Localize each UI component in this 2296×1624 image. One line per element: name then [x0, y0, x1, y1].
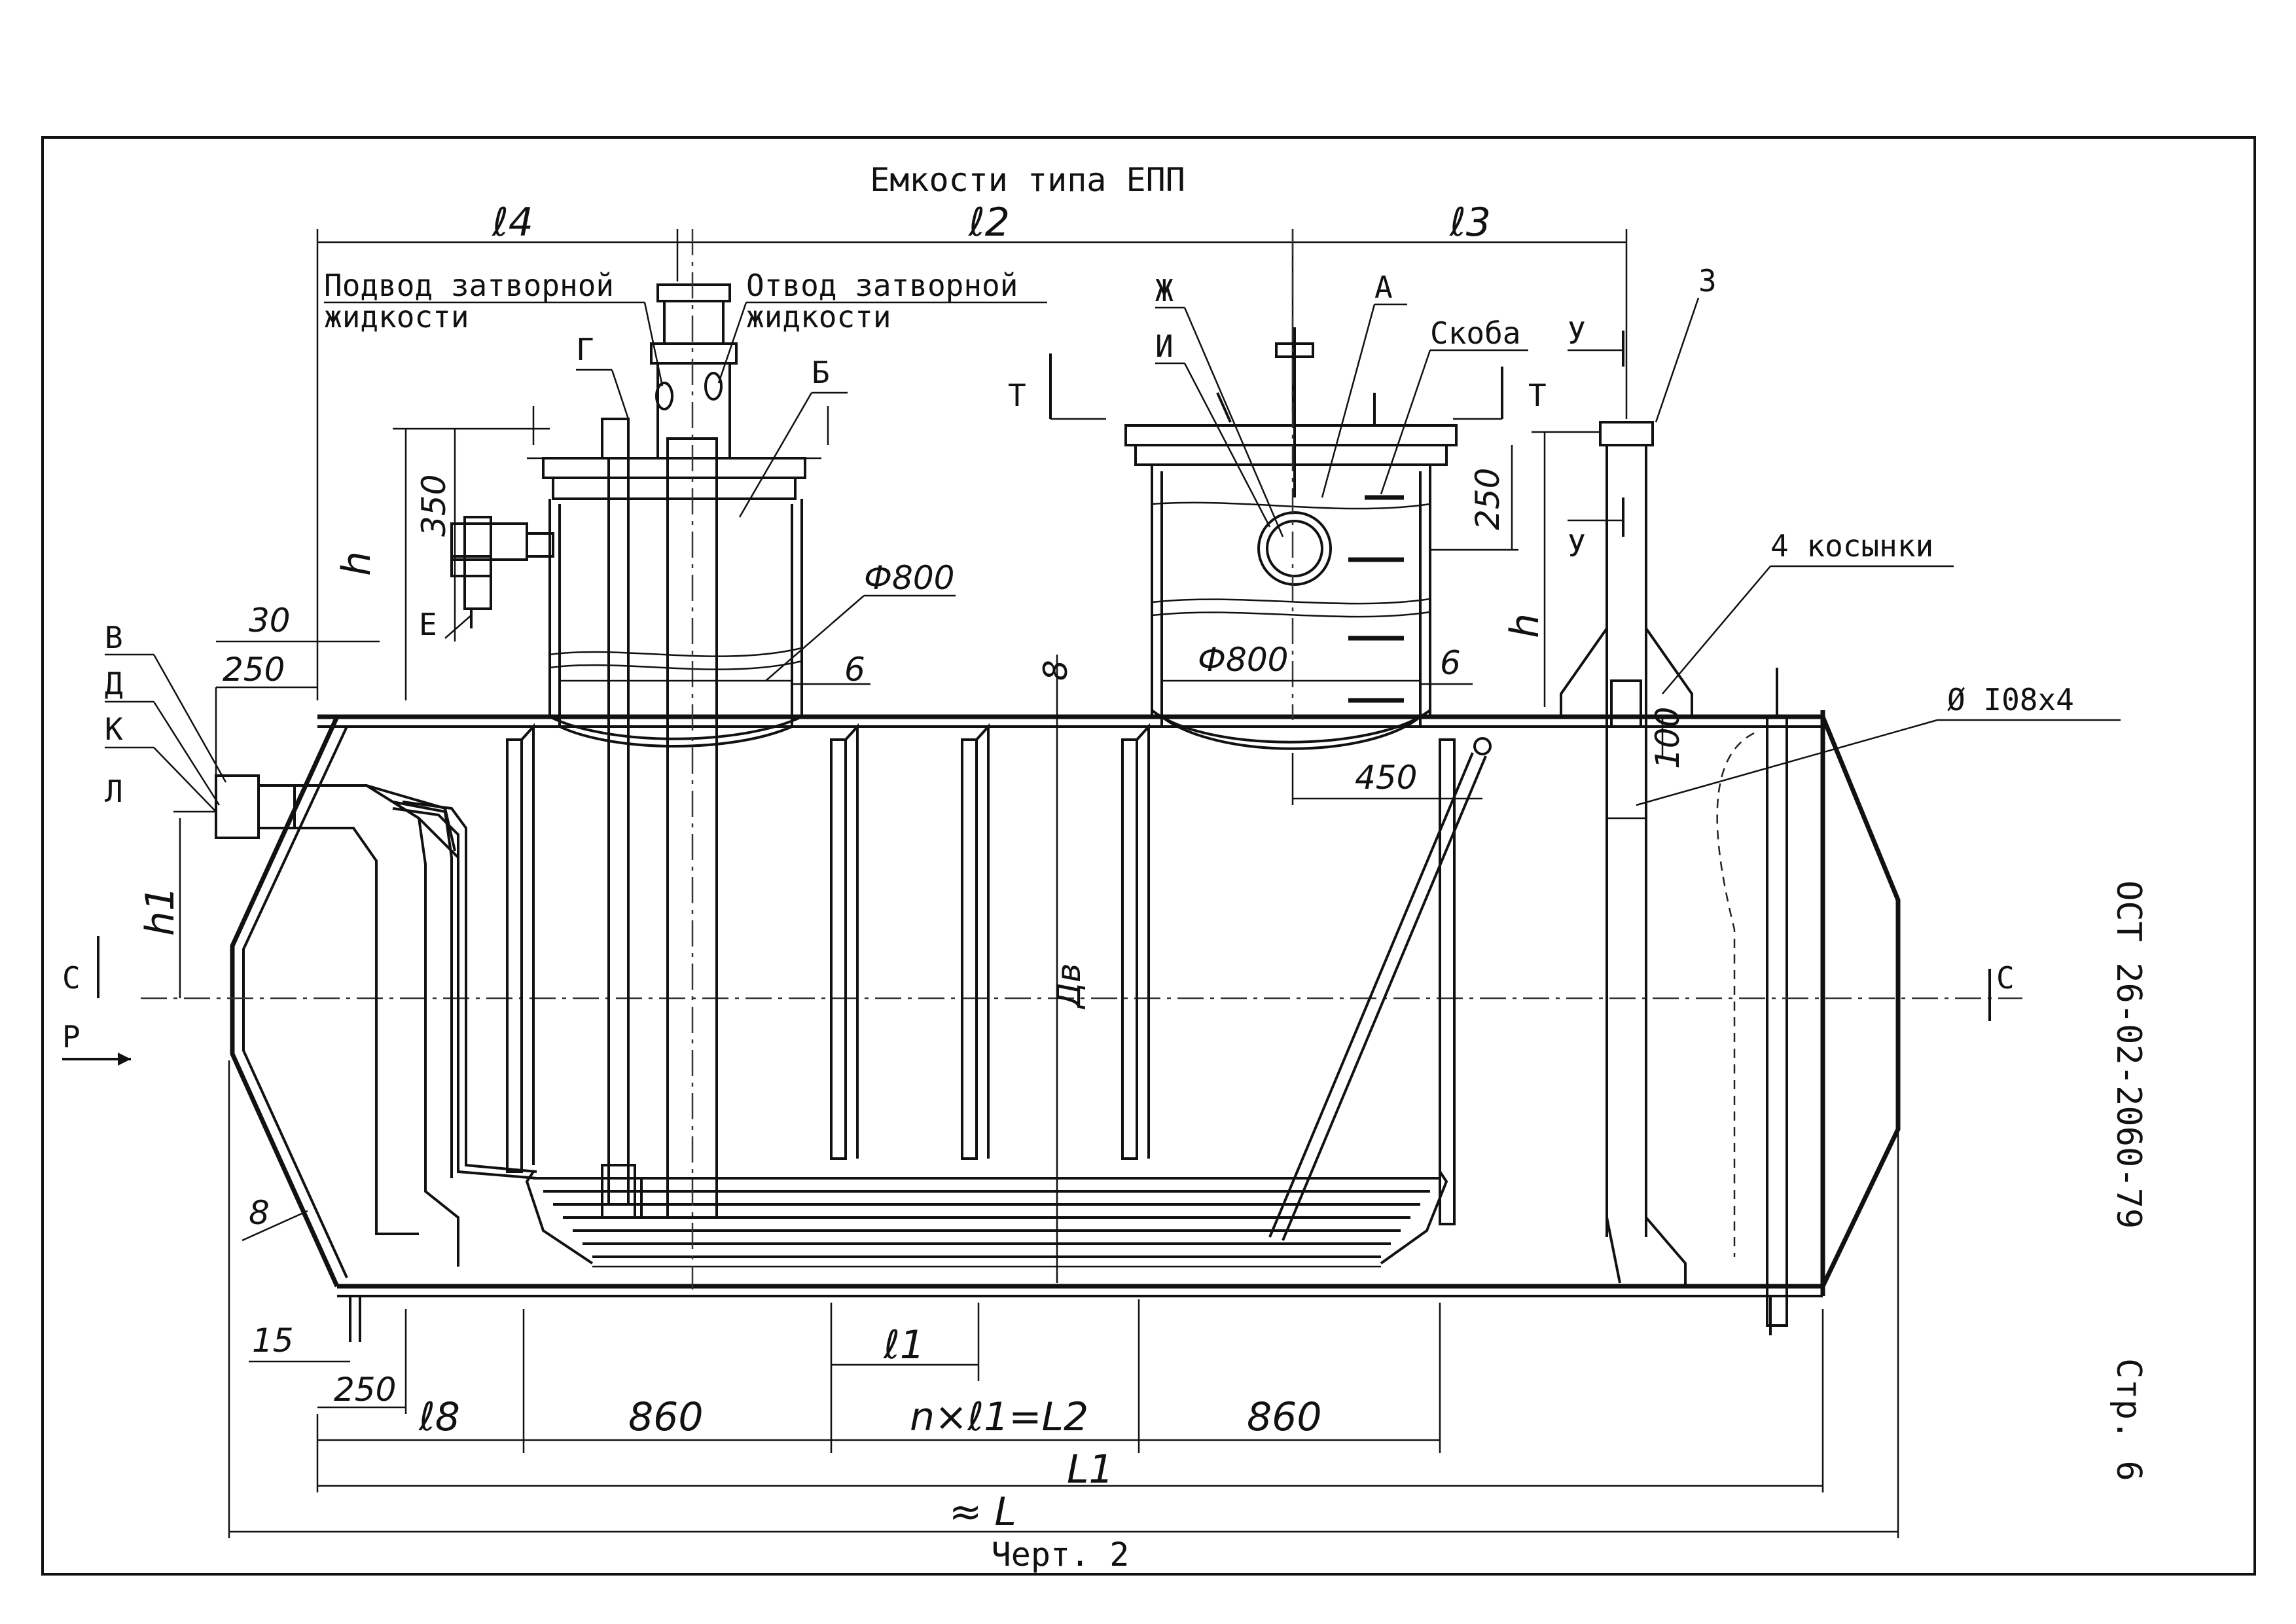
left-callouts: В Д К Л С Р	[62, 620, 227, 1066]
dim-250-left: 250	[223, 651, 285, 689]
label-A: А	[1374, 270, 1393, 305]
inlet-nozzle	[215, 774, 537, 1267]
label-Z: З	[1698, 263, 1717, 298]
label-L: Л	[105, 774, 123, 809]
ladder	[1268, 737, 1492, 1241]
dim-l8: ℓ8	[418, 1394, 460, 1440]
dim-L1: L1	[1067, 1447, 1114, 1492]
page-number: Стр. 6	[2109, 1358, 2148, 1481]
label-T-left: Т	[1008, 378, 1026, 413]
note-seal-in-1: Подвод затворной	[324, 268, 614, 303]
dim-phi800-left: Ф800	[864, 559, 954, 597]
dim-phi800-right: Ф800	[1198, 641, 1288, 679]
dim-L: ≈ L	[949, 1489, 1016, 1535]
note-pipe: Ø I08х4	[1947, 682, 2074, 717]
note-gussets: 4 косынки	[1770, 528, 1933, 564]
standard-number: ОСТ 26-02-2060-79	[2109, 880, 2148, 1229]
dim-350: 350	[415, 475, 453, 537]
dim-450: 450	[1355, 759, 1417, 797]
note-seal-out-2: жидкости	[746, 299, 891, 334]
label-K: К	[105, 712, 123, 747]
dim-8-wall: 8	[249, 1194, 270, 1232]
dim-l4: ℓ4	[492, 200, 533, 245]
note-bracket: Скоба	[1430, 316, 1520, 351]
dim-nl1: n×ℓ1=L2	[910, 1394, 1088, 1440]
note-seal-out-1: Отвод затворной	[746, 268, 1018, 303]
label-T-right: Т	[1528, 378, 1547, 413]
dim-h1: h1	[137, 886, 183, 936]
drawing-title: Емкости типа ЕПП	[870, 161, 1185, 199]
label-U-top: У	[1568, 316, 1586, 351]
dim-860-right: 860	[1247, 1394, 1322, 1440]
dim-250-bottom: 250	[334, 1371, 396, 1409]
vent-pipe	[1560, 421, 1693, 1286]
pump-column	[450, 229, 829, 1290]
dim-h-left: h	[334, 551, 380, 576]
heating-coil	[525, 1170, 1448, 1268]
tank-body	[141, 668, 2022, 1342]
internal-baffles	[506, 723, 1456, 1225]
dim-860-left: 860	[628, 1394, 704, 1440]
label-E: Е	[419, 607, 437, 642]
dim-6-left: 6	[844, 651, 865, 689]
label-V: В	[105, 620, 123, 655]
dim-8-top: 8	[1037, 660, 1075, 681]
label-Zh: Ж	[1155, 273, 1174, 308]
note-seal-in-2: жидкости	[324, 299, 469, 334]
dim-l2: ℓ2	[968, 200, 1010, 245]
dim-h-right: h	[1502, 613, 1548, 638]
label-S-right: С	[1996, 960, 2015, 996]
drawing-frame	[41, 136, 2256, 1576]
label-G: Г	[576, 332, 594, 367]
label-S-left: С	[62, 960, 81, 996]
dim-250-top: 250	[1469, 468, 1507, 530]
centre-callouts: Г Б Е Ф800 6 8 Дв	[419, 332, 1088, 1283]
dim-30: 30	[249, 602, 291, 640]
left-dimensions: h 350 30 250 h1 8 15 250	[137, 427, 550, 1414]
dim-15: 15	[252, 1322, 294, 1360]
label-I: И	[1155, 329, 1174, 364]
hatch-column	[1124, 229, 1458, 750]
side-stamp: ОСТ 26-02-2060-79 Стр. 6	[2109, 880, 2148, 1481]
dim-100: 100	[1649, 707, 1687, 769]
label-P: Р	[62, 1019, 81, 1055]
bottom-dimensions: ℓ1 ℓ8 860 n×ℓ1=L2 860 L1 ≈ L	[228, 1060, 1899, 1538]
dim-l1: ℓ1	[883, 1322, 925, 1368]
right-callouts: Ж А И Скоба Т Т 250 Ф800 6 450 З У У	[1008, 263, 2121, 1021]
drawing-caption: Черт. 2	[992, 1536, 1130, 1574]
dim-Dv: Дв	[1050, 963, 1088, 1009]
dim-6-right: 6	[1440, 644, 1461, 682]
label-B: Б	[812, 355, 830, 390]
label-D: Д	[105, 666, 123, 701]
label-U-bottom: У	[1568, 528, 1586, 564]
dim-l3: ℓ3	[1449, 200, 1491, 245]
